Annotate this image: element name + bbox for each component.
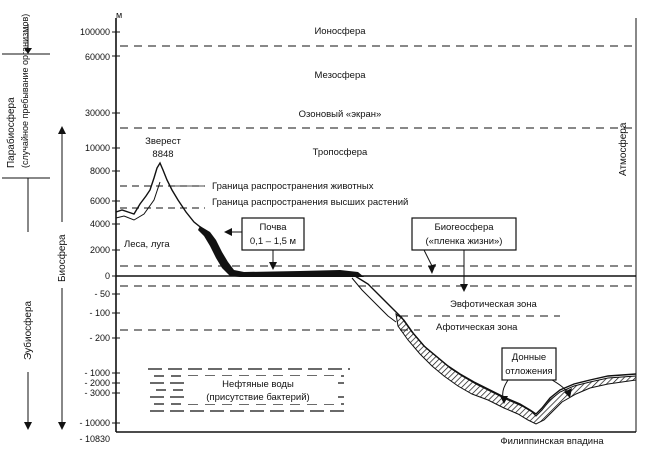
y-ticks	[112, 31, 120, 424]
tick-minus-1000: - 1000	[84, 368, 110, 378]
tick-30000: 30000	[85, 108, 110, 118]
oil-waters-label-bg	[188, 376, 338, 404]
sediments-callout: Донные отложения	[500, 347, 572, 404]
troposphere-label: Тропосфера	[313, 147, 368, 158]
tick-minus-3000: - 3000	[84, 388, 110, 398]
mountain-profile	[115, 161, 356, 277]
unit-label: м	[116, 10, 122, 20]
biosphere-bracket	[58, 126, 66, 430]
tick-minus-50: - 50	[94, 289, 110, 299]
tick-4000: 4000	[90, 219, 110, 229]
oil-waters-line2: (присутствие бактерий)	[206, 392, 309, 403]
soil-black-band	[198, 226, 364, 277]
parabiosphere-note: (случайное пребывание организмов)	[20, 14, 30, 168]
parabiosphere-label: Парабиосфера	[5, 97, 17, 168]
oil-waters-line1: Нефтяные воды	[222, 379, 294, 390]
sediments-line2: отложения	[505, 366, 552, 377]
everest-name: Зверест	[145, 136, 181, 147]
tick-60000: 60000	[85, 52, 110, 62]
atmosphere-label: Атмосфера	[617, 122, 629, 176]
tick-2000: 2000	[90, 245, 110, 255]
aphotic-label: Афотическая зона	[436, 322, 518, 333]
tick-10000: 10000	[85, 143, 110, 153]
forest-label: Леса, луга	[124, 239, 170, 250]
y-tick-labels: 100000 60000 30000 10000 8000 6000 4000 …	[79, 27, 110, 444]
sea-floor-sediments	[395, 312, 637, 425]
tick-6000: 6000	[90, 196, 110, 206]
mountain-profile-inner	[115, 181, 161, 221]
tick-minus-2000: - 2000	[84, 378, 110, 388]
biogeosphere-title: Биогеосфера	[434, 222, 494, 233]
tick-0: 0	[105, 271, 110, 281]
eubiosphere-bracket	[24, 190, 32, 430]
continental-slope-inner	[351, 277, 397, 323]
ionosphere-label: Ионосфера	[314, 26, 366, 37]
plants-limit-label: Граница распространения высших растений	[212, 197, 408, 208]
continental-slope	[354, 275, 637, 415]
tick-minus-100: - 100	[89, 308, 110, 318]
sediments-line1: Донные	[512, 352, 546, 363]
biogeosphere-subtitle: («пленка жизни»)	[426, 236, 503, 247]
euphotic-label: Эвфотическая зона	[450, 299, 538, 310]
trench-label: Филиппинская впадина	[500, 436, 604, 447]
soil-depth: 0,1 – 1,5 м	[250, 236, 296, 247]
everest-height: 8848	[152, 149, 173, 160]
mesosphere-label: Мезосфера	[314, 70, 366, 81]
soil-callout: Почва 0,1 – 1,5 м	[224, 217, 305, 270]
animals-limit-label: Граница распространения животных	[212, 181, 374, 192]
tick-minus-10000: - 10000	[79, 418, 110, 428]
parabiosphere-bracket	[2, 24, 50, 190]
eubiosphere-label: Эубиосфера	[22, 300, 34, 360]
tick-100000: 100000	[80, 27, 110, 37]
tick-8000: 8000	[90, 166, 110, 176]
biogeosphere-callout: Биогеосфера («пленка жизни»)	[411, 217, 517, 292]
tick-minus-200: - 200	[89, 333, 110, 343]
tick-minus-10830: - 10830	[79, 434, 110, 444]
ozone-label: Озоновый «экран»	[299, 109, 382, 120]
biosphere-label: Биосфера	[56, 234, 68, 282]
soil-title: Почва	[259, 222, 287, 233]
